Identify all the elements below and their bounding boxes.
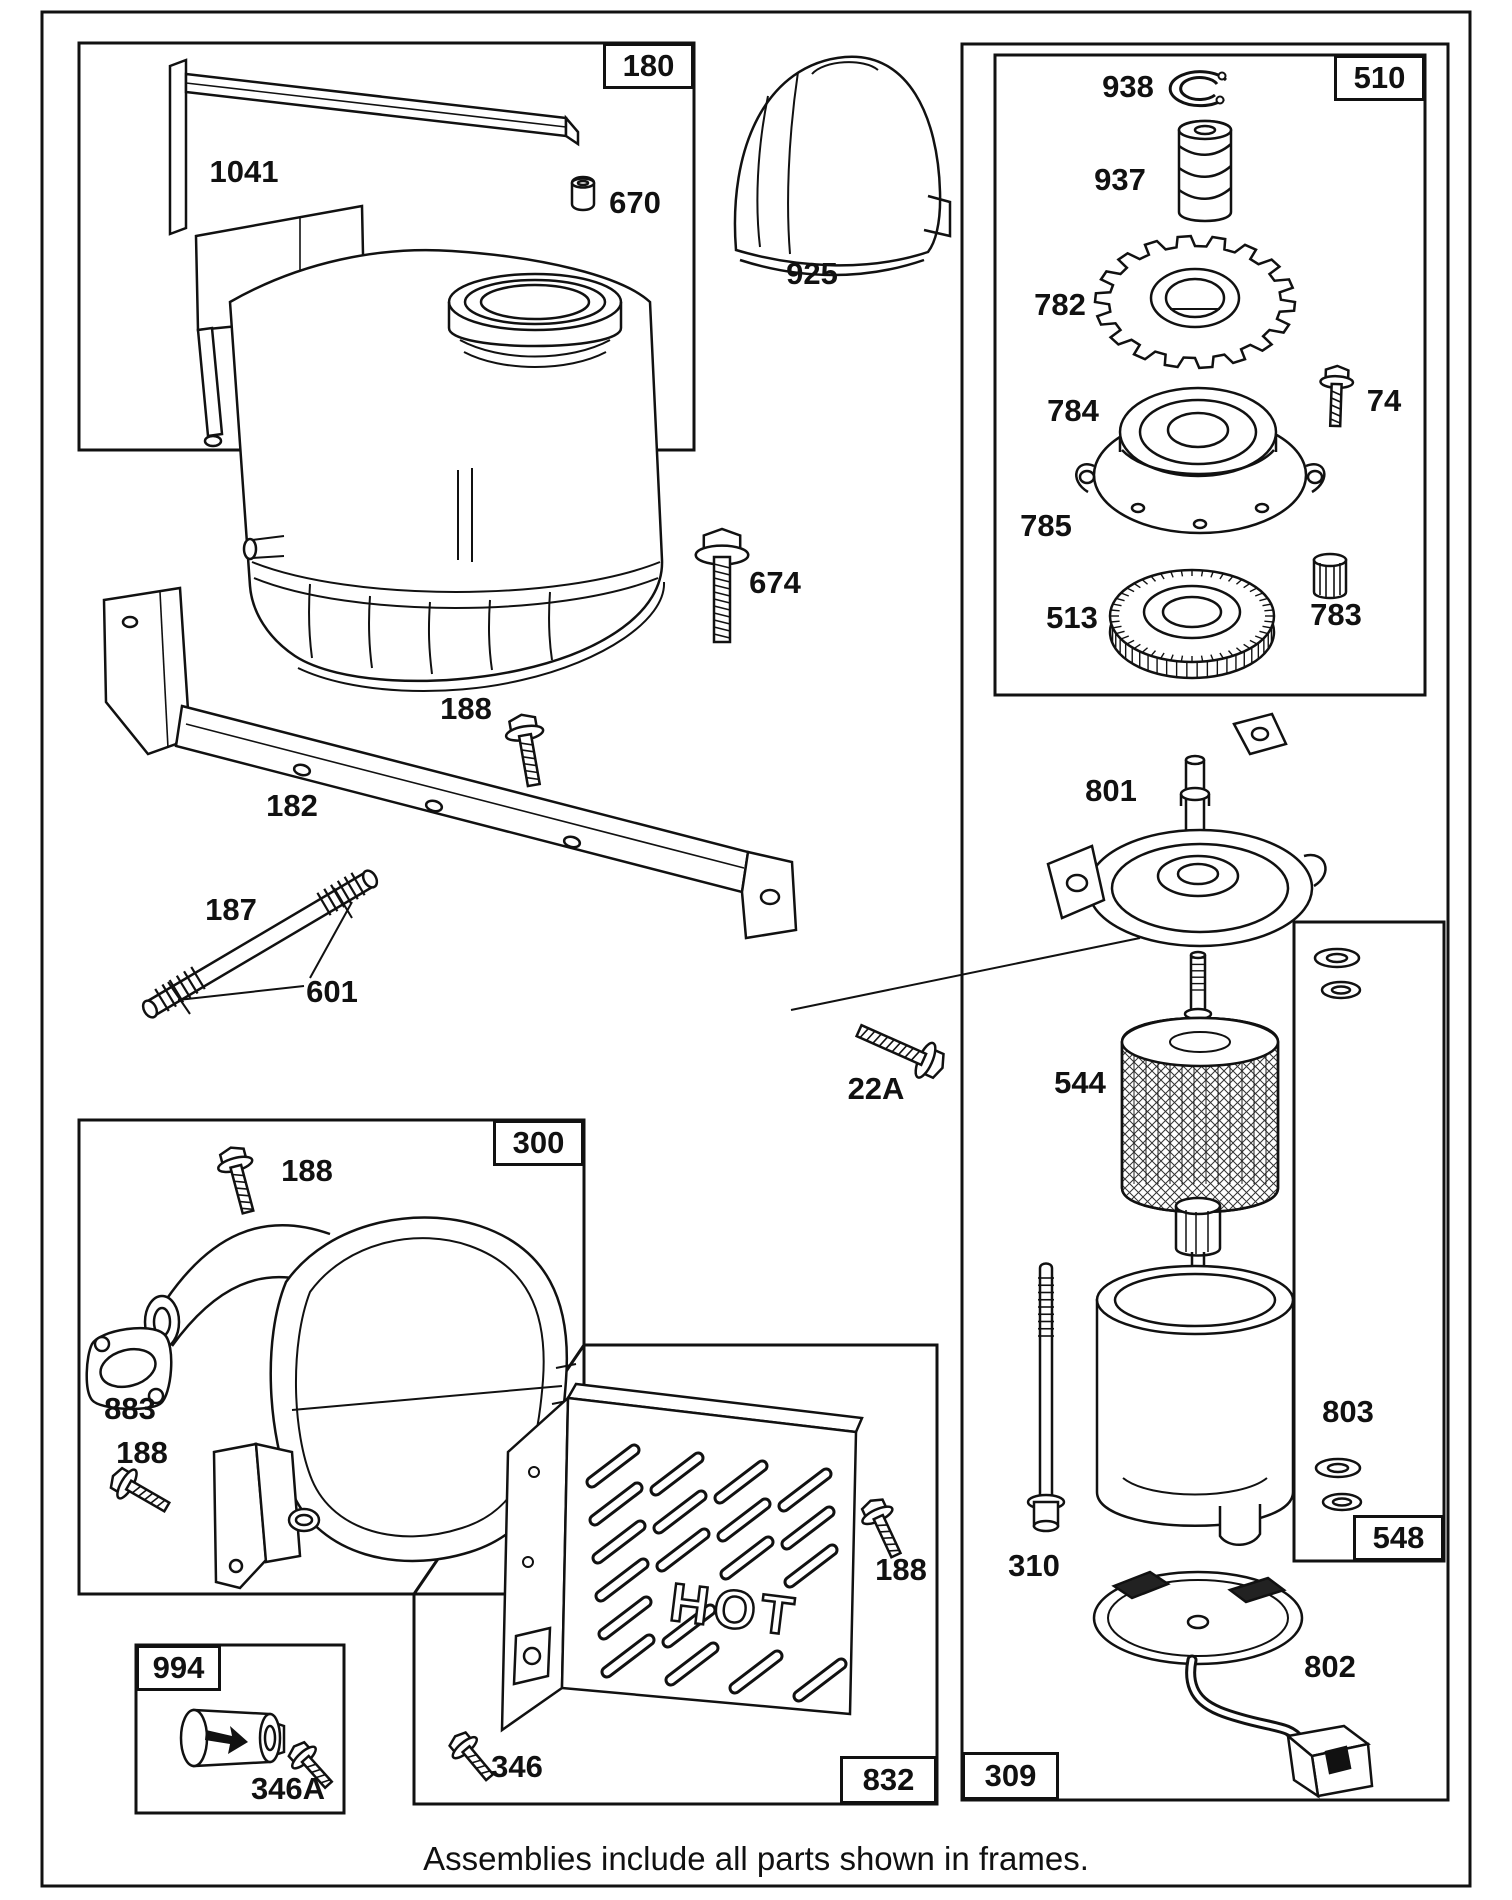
part-label-802: 802 bbox=[1304, 1649, 1356, 1684]
wire-connector-drawing bbox=[1285, 1724, 1374, 1799]
part-label-937: 937 bbox=[1094, 162, 1146, 197]
outer-border bbox=[40, 10, 1472, 1888]
part-label-783: 783 bbox=[1310, 597, 1362, 632]
frame-309 bbox=[960, 42, 1450, 1802]
clutch-784-785-drawing bbox=[1075, 386, 1326, 535]
frame-borders bbox=[40, 10, 1472, 1888]
washers-548-drawing bbox=[1313, 947, 1363, 1512]
tank-strap-1041-drawing bbox=[168, 58, 580, 236]
part-label-182: 182 bbox=[266, 788, 318, 823]
bolt-346a-drawing bbox=[287, 1740, 334, 1790]
starter-endcap-801-drawing bbox=[1046, 712, 1327, 948]
bolt-188-tank-drawing bbox=[504, 713, 545, 788]
part-label-513: 513 bbox=[1046, 600, 1098, 635]
bolt-674-drawing bbox=[694, 527, 750, 644]
starter-housing-803-drawing bbox=[1095, 1264, 1295, 1546]
frame-label-309: 309 bbox=[962, 1752, 1059, 1800]
frame-label-510: 510 bbox=[1334, 55, 1425, 101]
blower-cap-925-drawing bbox=[733, 55, 952, 277]
part-label-601: 601 bbox=[306, 974, 358, 1009]
frame-548 bbox=[1292, 920, 1446, 1563]
frame-300 bbox=[77, 1118, 586, 1596]
bolt-188-muffler-top-drawing bbox=[217, 1146, 255, 1215]
part-label-785: 785 bbox=[1020, 508, 1072, 543]
part-label-883: 883 bbox=[104, 1391, 156, 1426]
bolt-188-shield-drawing bbox=[860, 1498, 903, 1559]
frame-label-832: 832 bbox=[840, 1756, 937, 1804]
guard-louvers bbox=[585, 1443, 848, 1703]
bushing-670-drawing bbox=[570, 175, 596, 212]
through-bolt-310-drawing bbox=[1026, 1262, 1066, 1533]
fuel-line-187-drawing bbox=[141, 869, 379, 1019]
bracket-182-drawing bbox=[102, 586, 798, 940]
brush-endcap-802-drawing bbox=[1092, 1570, 1374, 1799]
gear-782-hub-drawing bbox=[1149, 267, 1241, 329]
footer-caption: Assemblies include all parts shown in fr… bbox=[423, 1840, 1089, 1877]
ring-gear-513-drawing bbox=[1108, 568, 1276, 680]
arrow-mark bbox=[205, 1726, 248, 1754]
part-label-801: 801 bbox=[1085, 773, 1137, 808]
part-label-188-tank: 188 bbox=[440, 691, 492, 726]
hose-clamps-601-drawing bbox=[154, 872, 366, 1012]
part-label-346: 346 bbox=[491, 1749, 543, 1784]
retaining-ring-938-drawing bbox=[1168, 70, 1228, 108]
part-label-938: 938 bbox=[1102, 69, 1154, 104]
pinion-783-drawing bbox=[1312, 552, 1348, 600]
frame-994 bbox=[134, 1643, 346, 1815]
part-label-925: 925 bbox=[786, 256, 838, 291]
part-label-346a: 346A bbox=[250, 1771, 326, 1806]
part-label-310: 310 bbox=[1008, 1548, 1060, 1583]
spiral-gear-937-drawing bbox=[1177, 119, 1233, 223]
frame-label-180: 180 bbox=[603, 43, 694, 89]
part-label-670: 670 bbox=[609, 185, 661, 220]
part-label-784: 784 bbox=[1047, 393, 1099, 428]
part-label-1041: 1041 bbox=[209, 154, 279, 189]
frame-label-994: 994 bbox=[136, 1645, 221, 1691]
frame-label-548: 548 bbox=[1353, 1515, 1444, 1561]
bolt-74-drawing bbox=[1319, 364, 1355, 428]
bolt-22a-drawing bbox=[854, 1023, 945, 1080]
muffler-drawing bbox=[143, 1216, 577, 1590]
part-label-188-muffler-top: 188 bbox=[281, 1153, 333, 1188]
fuel-tank-drawing bbox=[194, 204, 666, 692]
frame-label-300: 300 bbox=[493, 1120, 584, 1166]
muffler-guard-drawing: HOT bbox=[500, 1382, 864, 1733]
bolt-346-drawing bbox=[448, 1731, 495, 1782]
part-label-74: 74 bbox=[1366, 383, 1402, 418]
part-label-674: 674 bbox=[749, 565, 801, 600]
bolt-188-muffler-side-drawing bbox=[109, 1466, 172, 1514]
frame-510 bbox=[993, 53, 1427, 697]
part-label-803: 803 bbox=[1322, 1394, 1374, 1429]
leader-lines-601 bbox=[177, 901, 353, 1001]
armature-544-drawing bbox=[1120, 950, 1280, 1279]
part-label-22a: 22A bbox=[847, 1071, 905, 1106]
gasket-883-drawing bbox=[85, 1326, 173, 1411]
plug-994-drawing bbox=[179, 1708, 286, 1768]
part-label-187: 187 bbox=[205, 892, 257, 927]
part-label-188-muffler-side: 188 bbox=[116, 1435, 168, 1470]
part-label-544: 544 bbox=[1054, 1065, 1106, 1100]
part-label-782: 782 bbox=[1034, 287, 1086, 322]
leader-line-22a bbox=[790, 937, 1141, 1011]
part-label-188-shield: 188 bbox=[875, 1552, 927, 1587]
